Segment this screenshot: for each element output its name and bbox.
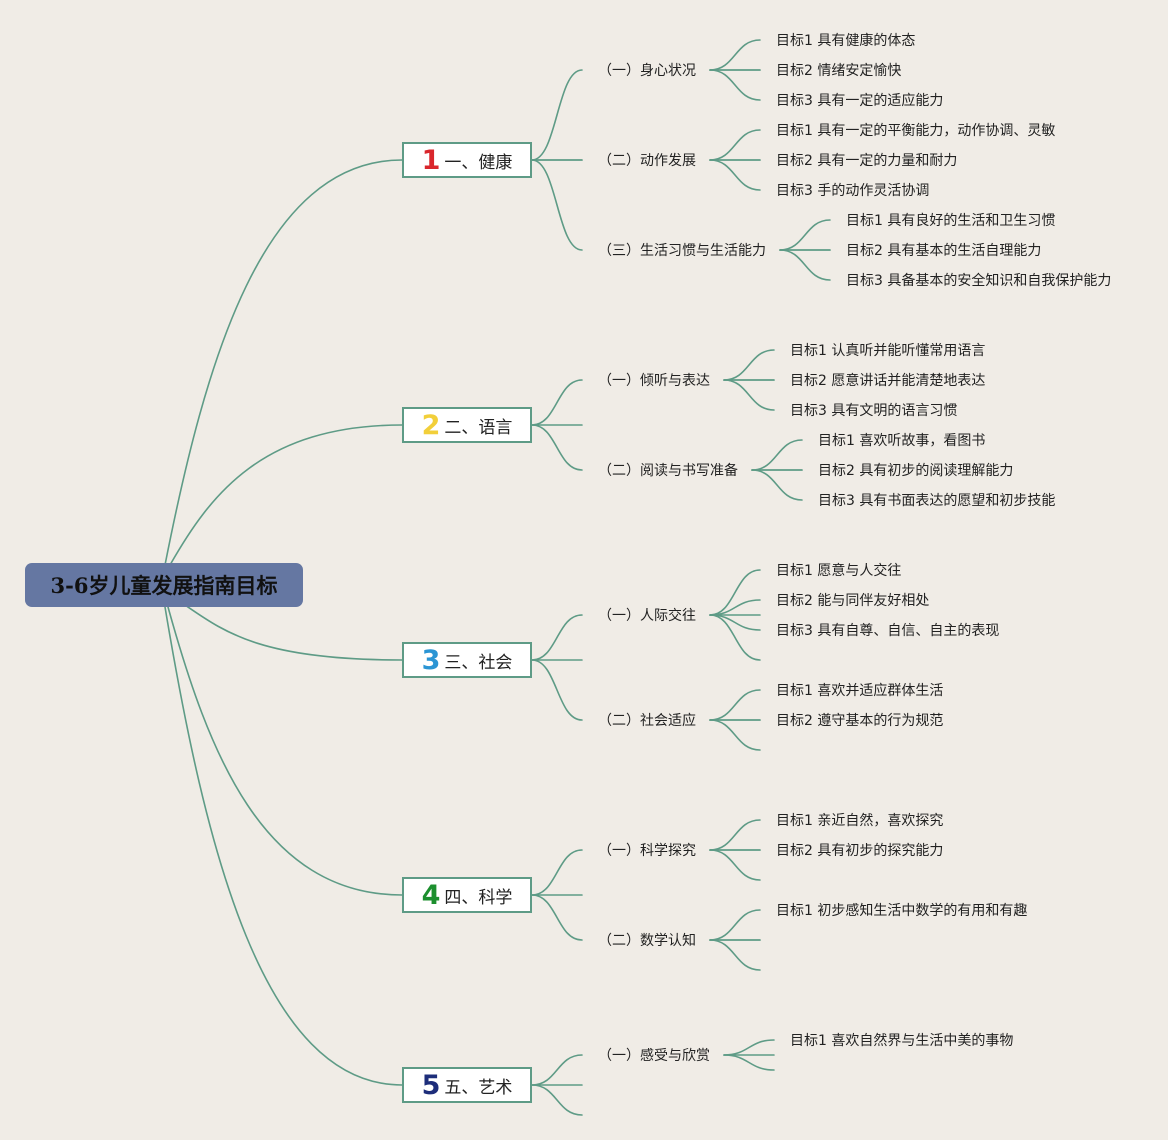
domain-connector: [531, 424, 583, 471]
domain-connector: [531, 1054, 583, 1086]
goal-item[interactable]: 目标3 具有书面表达的愿望和初步技能: [818, 493, 1056, 509]
domain-connector: [531, 894, 583, 941]
goal-connector: [751, 469, 803, 501]
goal-item[interactable]: 目标2 遵守基本的行为规范: [776, 713, 944, 729]
goal-item[interactable]: 目标1 具有良好的生活和卫生习惯: [846, 213, 1056, 229]
goal-item[interactable]: 目标3 具备基本的安全知识和自我保护能力: [846, 273, 1112, 289]
goal-item[interactable]: 目标2 愿意讲话并能清楚地表达: [790, 373, 986, 389]
domain-node-science[interactable]: 4 四、科学: [402, 877, 532, 913]
goal-item[interactable]: 目标1 认真听并能听懂常用语言: [790, 343, 986, 359]
subdomain-node[interactable]: （一）感受与欣赏: [598, 1048, 710, 1064]
goal-connector: [709, 129, 761, 161]
goal-item[interactable]: 目标1 具有一定的平衡能力，动作协调、灵敏: [776, 123, 1056, 139]
goal-item[interactable]: 目标3 具有一定的适应能力: [776, 93, 944, 109]
domain-label: 三、社会: [444, 652, 513, 673]
domain-number-5: 5: [421, 1069, 441, 1101]
domain-label: 一、健康: [444, 152, 513, 173]
domain-connector: [531, 379, 583, 426]
goal-connector: [709, 69, 761, 101]
goal-item[interactable]: 目标2 能与同伴友好相处: [776, 593, 930, 609]
domain-connector: [531, 159, 583, 251]
goal-item[interactable]: 目标1 初步感知生活中数学的有用和有趣: [776, 903, 1028, 919]
domain-connector: [531, 659, 583, 721]
subdomain-node[interactable]: （二）动作发展: [598, 153, 696, 169]
goal-connector: [723, 349, 775, 381]
root-node[interactable]: 3-6岁儿童发展指南目标: [25, 563, 303, 607]
goal-connector: [779, 249, 831, 281]
subdomain-node[interactable]: （三）生活习惯与生活能力: [598, 243, 766, 259]
domain-connector: [531, 1084, 583, 1116]
goal-item[interactable]: 目标1 喜欢听故事，看图书: [818, 433, 986, 449]
goal-item[interactable]: 目标3 手的动作灵活协调: [776, 183, 930, 199]
subdomain-node[interactable]: （二）数学认知: [598, 933, 696, 949]
goal-connector: [723, 379, 775, 411]
subdomain-node[interactable]: （二）社会适应: [598, 713, 696, 729]
goal-connector: [723, 1039, 775, 1056]
goal-connector: [779, 219, 831, 251]
domain-node-language[interactable]: 2 二、语言: [402, 407, 532, 443]
domain-number-3: 3: [421, 644, 441, 676]
goal-connector: [709, 719, 761, 751]
subdomain-node[interactable]: （一）人际交往: [598, 608, 696, 624]
subdomain-node[interactable]: （二）阅读与书写准备: [598, 463, 738, 479]
goal-item[interactable]: 目标1 愿意与人交往: [776, 563, 902, 579]
root-connector: [164, 606, 403, 1086]
goal-item[interactable]: 目标2 具有一定的力量和耐力: [776, 153, 958, 169]
goal-item[interactable]: 目标2 具有基本的生活自理能力: [846, 243, 1042, 259]
domain-node-health[interactable]: 1 一、健康: [402, 142, 532, 178]
goal-connector: [723, 1054, 775, 1071]
domain-number-2: 2: [421, 409, 441, 441]
subdomain-node[interactable]: （一）倾听与表达: [598, 373, 710, 389]
goal-item[interactable]: 目标1 具有健康的体态: [776, 33, 916, 49]
root-connector: [184, 604, 403, 661]
domain-connector: [531, 849, 583, 896]
domain-connector: [531, 69, 583, 161]
subdomain-node[interactable]: （一）科学探究: [598, 843, 696, 859]
goal-item[interactable]: 目标3 具有自尊、自信、自主的表现: [776, 623, 1000, 639]
subdomain-node[interactable]: （一）身心状况: [598, 63, 696, 79]
goal-item[interactable]: 目标1 亲近自然，喜欢探究: [776, 813, 944, 829]
goal-connector: [751, 439, 803, 471]
domain-label: 四、科学: [444, 887, 513, 908]
goal-connector: [709, 39, 761, 71]
goal-connector: [709, 909, 761, 941]
goal-connector: [709, 159, 761, 191]
domain-label: 五、艺术: [444, 1077, 513, 1098]
goal-item[interactable]: 目标1 喜欢自然界与生活中美的事物: [790, 1033, 1014, 1049]
domain-label: 二、语言: [444, 417, 513, 438]
goal-connector: [709, 614, 761, 661]
goal-item[interactable]: 目标3 具有文明的语言习惯: [790, 403, 958, 419]
goal-item[interactable]: 目标2 具有初步的阅读理解能力: [818, 463, 1014, 479]
goal-connector: [709, 819, 761, 851]
domain-node-art[interactable]: 5 五、艺术: [402, 1067, 532, 1103]
goal-connector: [709, 569, 761, 616]
root-connector: [169, 424, 403, 566]
goal-item[interactable]: 目标2 具有初步的探究能力: [776, 843, 944, 859]
goal-connector: [709, 689, 761, 721]
goal-item[interactable]: 目标2 情绪安定愉快: [776, 63, 902, 79]
goal-item[interactable]: 目标1 喜欢并适应群体生活: [776, 683, 944, 699]
goal-connector: [709, 849, 761, 881]
domain-number-1: 1: [421, 144, 441, 176]
root-connector: [167, 606, 403, 896]
goal-connector: [709, 939, 761, 971]
root-connector: [164, 159, 403, 566]
domain-connector: [531, 614, 583, 661]
domain-node-society[interactable]: 3 三、社会: [402, 642, 532, 678]
domain-number-4: 4: [421, 879, 441, 911]
